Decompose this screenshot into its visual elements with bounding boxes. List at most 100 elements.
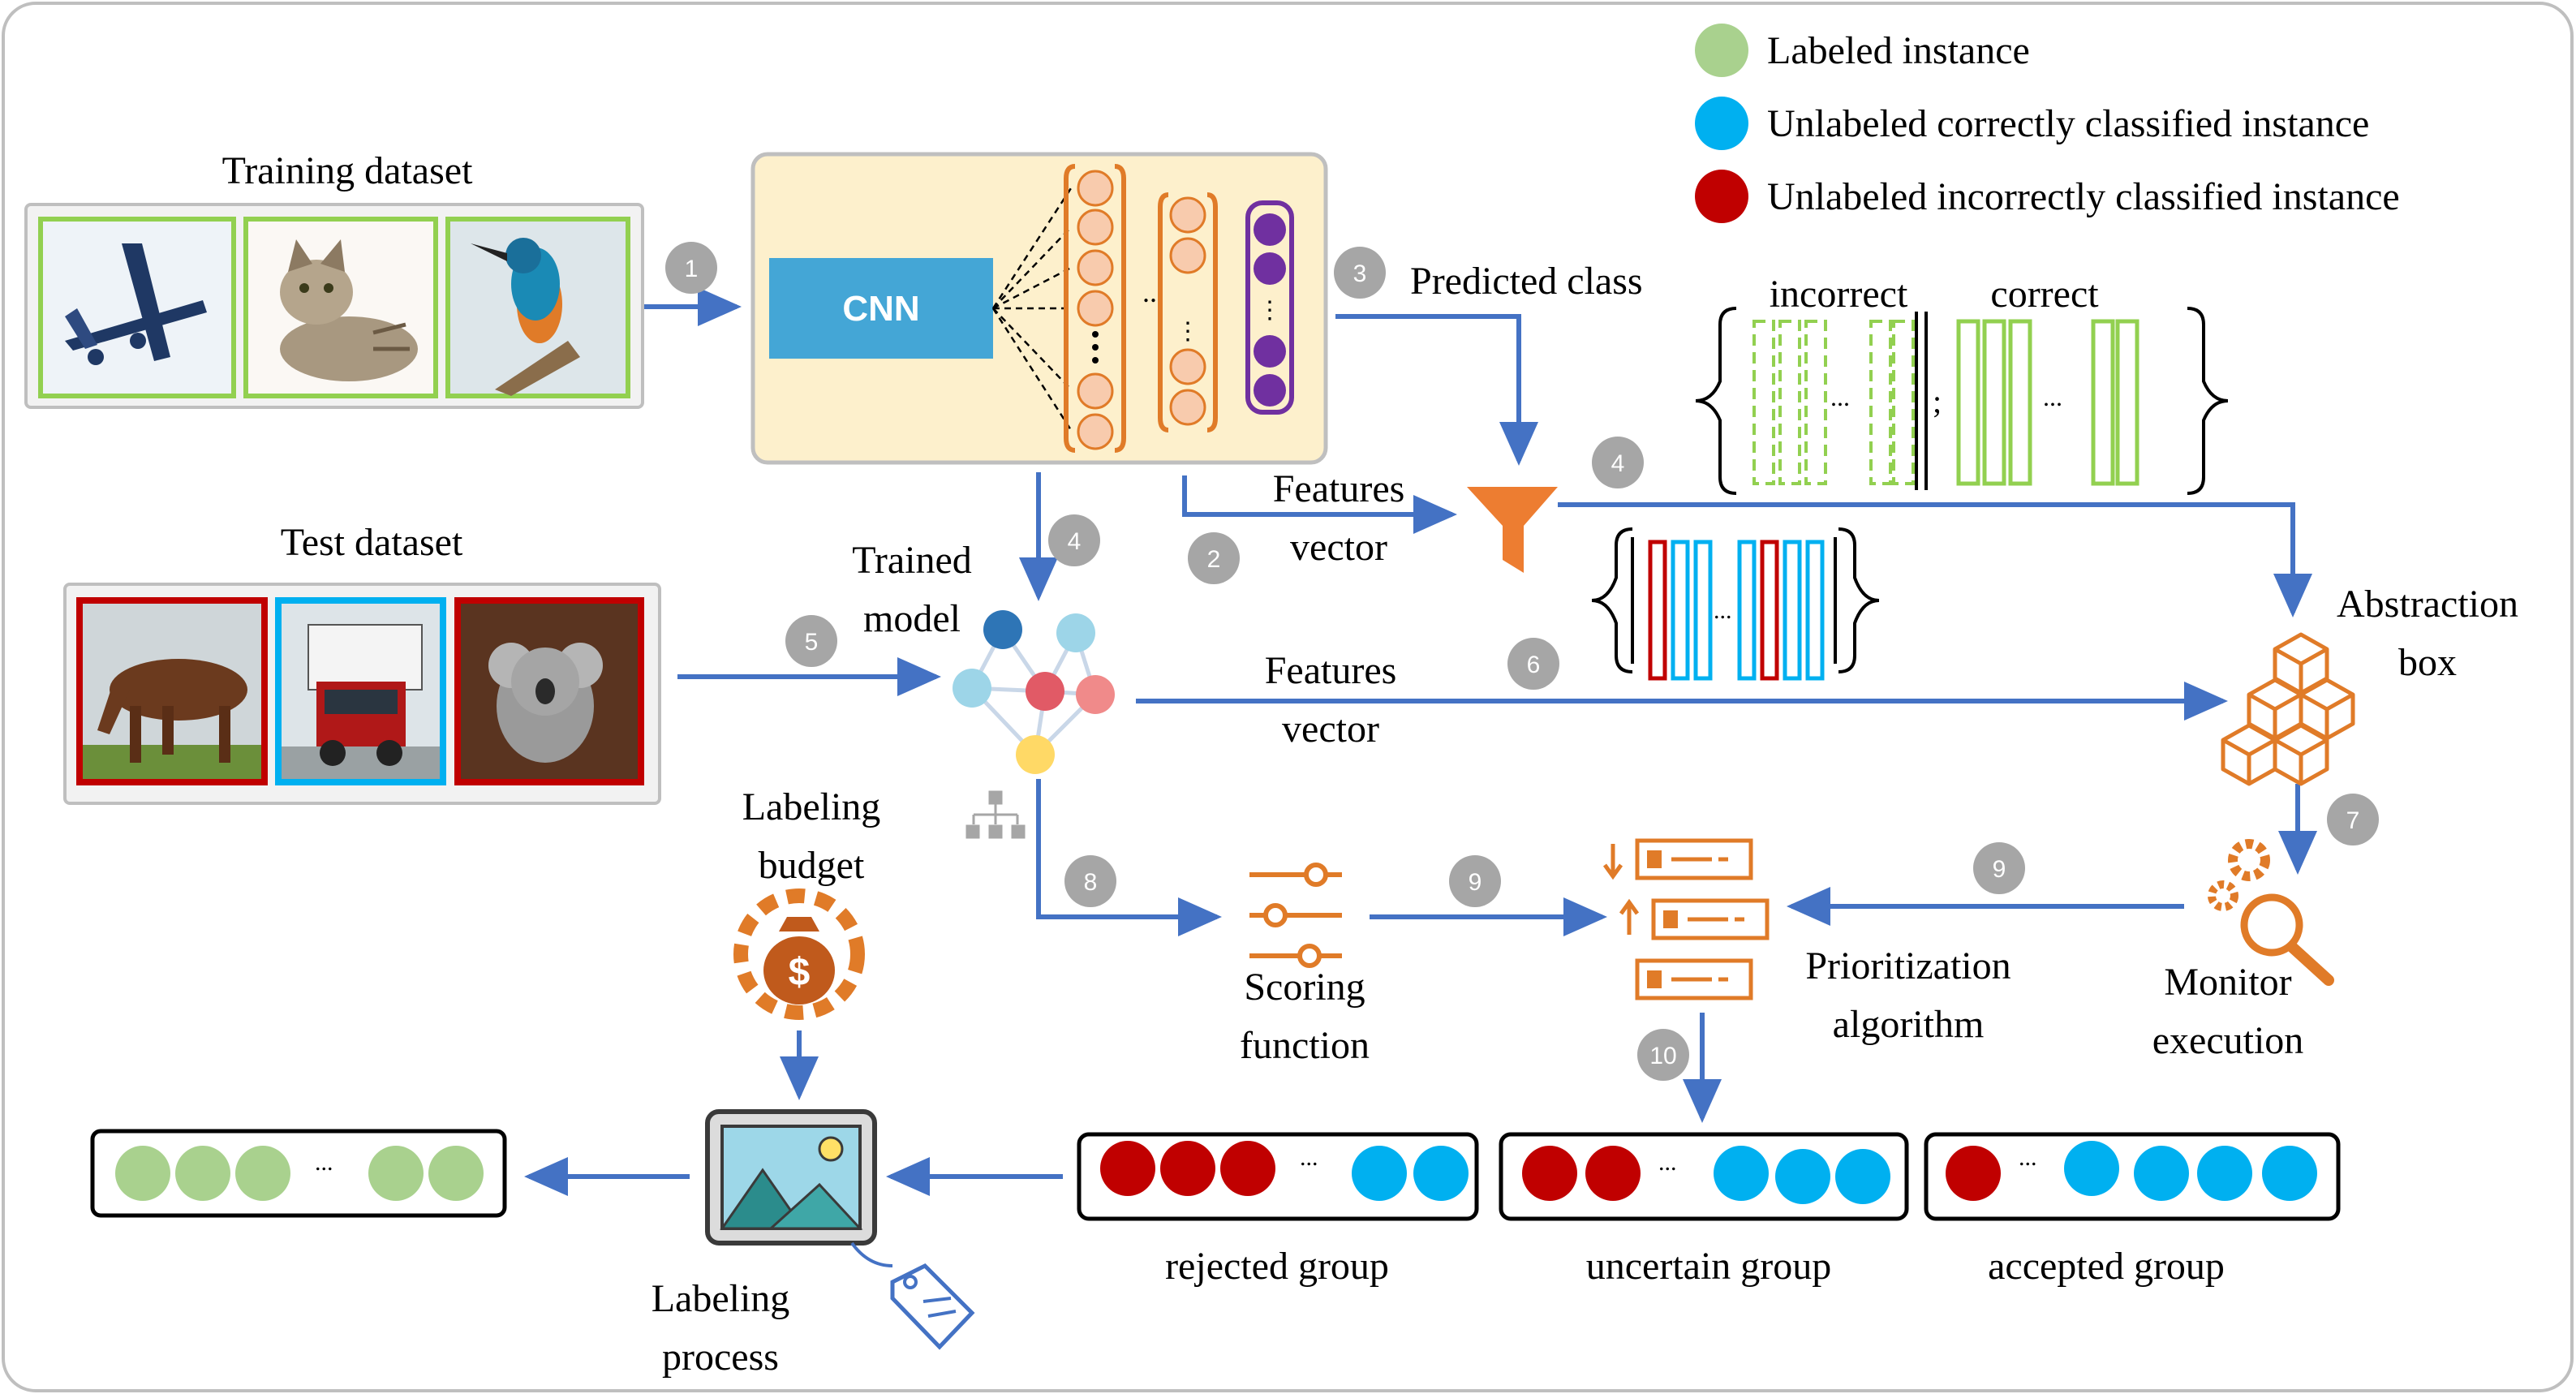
- labeling-process-line2: process: [662, 1336, 779, 1379]
- training-image-bird: [445, 217, 630, 398]
- accepted-group-label: accepted group: [1988, 1245, 2225, 1288]
- svg-text:4: 4: [1068, 528, 1082, 555]
- svg-text:;: ;: [1933, 383, 1942, 419]
- image-label-icon: [705, 1109, 975, 1350]
- labeled-output-ellipsis: ...: [315, 1149, 333, 1176]
- svg-text:...: ...: [1714, 597, 1732, 624]
- svg-text:...: ...: [1830, 382, 1850, 411]
- training-dataset-title: Training dataset: [222, 149, 474, 192]
- cubes-icon: [2221, 632, 2355, 786]
- test-image-koala: [454, 597, 644, 785]
- incorrect-label: incorrect: [1770, 273, 1908, 316]
- legend-correct-text: Unlabeled correctly classified instance: [1767, 102, 2369, 145]
- svg-text:2: 2: [1207, 546, 1221, 573]
- arrow-filter-to-abstraction: [1558, 502, 2312, 617]
- step-badge-8: [1064, 855, 1116, 907]
- step-badge-5: [785, 615, 837, 667]
- svg-text:5: 5: [805, 629, 819, 656]
- rejected-group-ellipsis: ...: [1300, 1144, 1318, 1171]
- svg-text:...: ...: [2043, 382, 2062, 411]
- scoring-function-line2: function: [1240, 1024, 1370, 1067]
- legend-labeled-dot: [1695, 24, 1748, 77]
- labeling-process-line1: Labeling: [652, 1277, 790, 1320]
- scoring-function-line1: Scoring: [1244, 966, 1365, 1009]
- network-icon: [953, 610, 1115, 774]
- trained-model-line2: model: [863, 597, 961, 640]
- cnn-box: [769, 258, 993, 359]
- svg-text:8: 8: [1084, 869, 1098, 896]
- accepted-group-dots: [1946, 1141, 2317, 1201]
- step-badges: 1 2 3 4 4 5 6 7 8 9 9 10: [665, 242, 2379, 1081]
- labeling-budget-line1: Labeling: [742, 785, 881, 828]
- step-badge-10: [1637, 1029, 1689, 1081]
- svg-text:⋮: ⋮: [1258, 297, 1282, 324]
- scoring-icon: [1249, 863, 1342, 968]
- arrows: [524, 287, 2317, 1196]
- features-vector-1-line2: vector: [1290, 526, 1387, 569]
- legend-labeled-text: Labeled instance: [1767, 29, 2030, 72]
- prioritization-line1: Prioritization: [1805, 944, 2010, 987]
- svg-text:$: $: [789, 951, 811, 994]
- legend-incorrect-text: Unlabeled incorrectly classified instanc…: [1767, 175, 2400, 218]
- arrow-features-vector-1: [1182, 475, 1457, 534]
- legend: Labeled instance Unlabeled correctly cla…: [1695, 24, 2400, 223]
- arrow-model-to-scoring: [1036, 779, 1222, 936]
- labeling-budget-line2: budget: [759, 844, 865, 887]
- monitor-execution-line1: Monitor: [2164, 961, 2291, 1004]
- step-badge-2: [1188, 532, 1240, 584]
- uncertain-group-label: uncertain group: [1586, 1245, 1832, 1288]
- test-image-truck: [275, 597, 446, 785]
- arrow-predicted-class: [1335, 314, 1538, 466]
- test-feature-set: ...: [1591, 527, 1880, 681]
- cnn-layer-1: [1064, 164, 1126, 453]
- cnn-label: CNN: [842, 289, 919, 329]
- step-badge-1: [665, 242, 717, 294]
- money-bag-icon: $: [733, 888, 865, 1020]
- svg-text:9: 9: [1993, 856, 2006, 883]
- svg-text:6: 6: [1527, 652, 1541, 678]
- abstraction-box-line1: Abstraction: [2337, 583, 2518, 626]
- monitor-icon: [2208, 839, 2334, 986]
- hierarchy-icon: [965, 790, 1026, 839]
- svg-text:10: 10: [1649, 1043, 1676, 1069]
- uncertain-group-dots: [1522, 1146, 1890, 1204]
- legend-correct-dot: [1695, 97, 1748, 150]
- svg-text:3: 3: [1353, 260, 1367, 287]
- test-image-horse: [76, 597, 268, 785]
- training-image-cat: [243, 217, 438, 398]
- training-feature-set: ... ; ...: [1695, 307, 2229, 495]
- rejected-group-label: rejected group: [1165, 1245, 1389, 1288]
- step-badge-9a: [1449, 855, 1501, 907]
- cnn-layer-2: ⋮: [1158, 192, 1218, 432]
- svg-text:7: 7: [2346, 807, 2360, 834]
- predicted-class-label: Predicted class: [1410, 260, 1643, 303]
- features-vector-2-line1: Features: [1265, 649, 1397, 692]
- svg-text:1: 1: [685, 256, 699, 282]
- step-badge-6: [1507, 638, 1559, 690]
- test-dataset-title: Test dataset: [281, 521, 463, 564]
- step-badge-4b: [1592, 437, 1644, 488]
- uncertain-group-ellipsis: ...: [1658, 1149, 1677, 1176]
- step-badge-7: [2327, 794, 2379, 845]
- abstraction-box-line2: box: [2398, 641, 2457, 684]
- legend-incorrect-dot: [1695, 170, 1748, 223]
- accepted-group-ellipsis: ...: [2019, 1144, 2037, 1171]
- svg-text:9: 9: [1469, 869, 1482, 896]
- filter-icon: [1467, 487, 1558, 573]
- step-badge-3: [1334, 247, 1386, 299]
- cnn-connectors: [991, 187, 1073, 431]
- prioritization-line2: algorithm: [1833, 1003, 1985, 1046]
- training-image-airplane: [38, 217, 236, 398]
- svg-text:4: 4: [1611, 450, 1625, 477]
- prioritization-icon: [1602, 838, 1770, 1000]
- monitor-execution-line2: execution: [2152, 1019, 2304, 1062]
- step-badge-4a: [1048, 514, 1100, 566]
- rejected-group-dots: [1100, 1141, 1469, 1201]
- features-vector-1-line1: Features: [1273, 467, 1405, 510]
- cnn-output-layer: ⋮: [1245, 200, 1294, 415]
- features-vector-2-line2: vector: [1282, 708, 1379, 751]
- trained-model-line1: Trained: [852, 539, 972, 582]
- svg-text:⋮: ⋮: [1176, 318, 1200, 345]
